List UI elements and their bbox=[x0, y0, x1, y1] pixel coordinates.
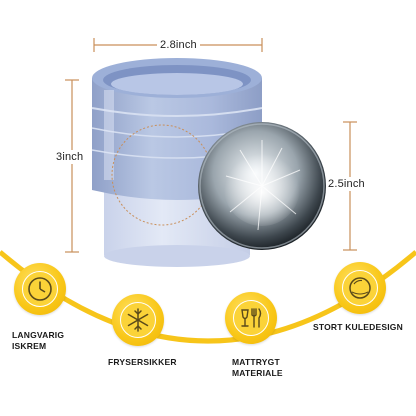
height-dimension-line bbox=[65, 79, 79, 253]
feature-label-large-ball: STORT KULEDESIGN bbox=[313, 322, 403, 332]
feature-badge-freezer-safe bbox=[112, 294, 164, 346]
feature-label-freezer-safe: FRYSERSIKKER bbox=[108, 357, 177, 367]
snowflake-icon bbox=[127, 308, 149, 332]
width-label: 2.8inch bbox=[157, 39, 200, 51]
feature-badge-large-ball bbox=[334, 262, 386, 314]
feature-label-long-lasting: LANGVARIG ISKREM bbox=[12, 330, 65, 351]
feature-label-food-safe: MATTRYGT MATERIALE bbox=[232, 357, 283, 378]
clock-icon bbox=[28, 277, 52, 301]
feature-badge-food-safe bbox=[225, 292, 277, 344]
height-label: 3inch bbox=[56, 150, 84, 164]
ice-ball bbox=[198, 122, 326, 250]
ball-diameter-label: 2.5inch bbox=[328, 177, 365, 191]
ice-ball-icon bbox=[349, 277, 371, 299]
food-safe-icon bbox=[241, 308, 262, 328]
feature-badge-long-lasting bbox=[14, 263, 66, 315]
